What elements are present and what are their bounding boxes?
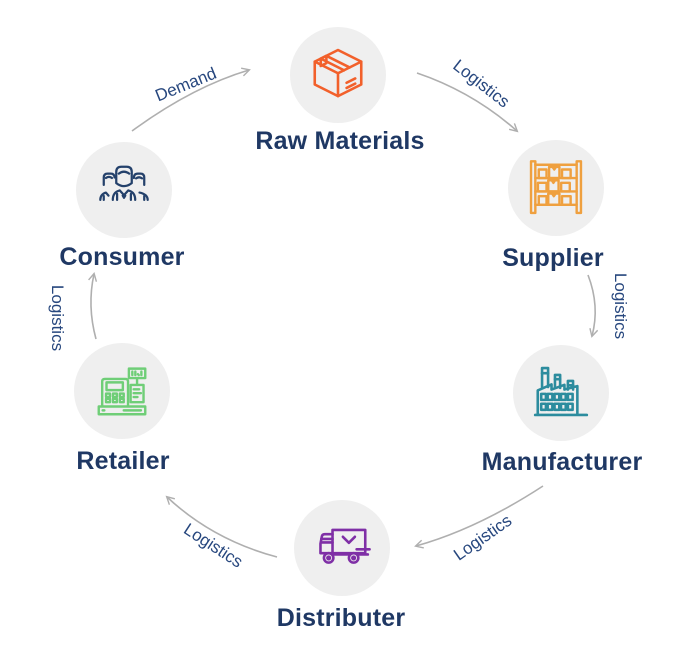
node-label-manufacturer: Manufacturer: [481, 448, 643, 476]
truck-icon: [319, 528, 371, 564]
node-manufacturer: [513, 345, 609, 441]
node-circle: [294, 500, 390, 596]
node-circle: [290, 27, 386, 123]
people-icon: [99, 165, 149, 202]
cash-register-icon: [97, 367, 147, 416]
node-label-raw-materials: Raw Materials: [255, 127, 425, 155]
node-label-supplier: Supplier: [502, 244, 604, 272]
edge-label-logistics-left: Logistics: [48, 284, 67, 352]
node-circle: [508, 140, 604, 236]
node-distributer: [294, 500, 390, 596]
node-label-retailer: Retailer: [76, 447, 170, 475]
node-raw-materials: [290, 27, 386, 123]
edge-supplier-manufacturer: [587, 274, 595, 336]
box-icon: [313, 48, 363, 98]
edge-label-logistics-bottom-right: Logistics: [450, 510, 516, 565]
node-label-consumer: Consumer: [59, 243, 185, 271]
edge-label-demand: Demand: [152, 63, 220, 106]
node-circle: [76, 142, 172, 238]
node-retailer: [74, 343, 170, 439]
node-consumer: [76, 142, 172, 238]
edge-retailer-consumer: [91, 274, 96, 340]
factory-icon: [533, 366, 589, 417]
edge-label-logistics-bottom-left: Logistics: [180, 519, 247, 572]
edge-label-logistics-right: Logistics: [611, 272, 630, 340]
node-supplier: [508, 140, 604, 236]
node-circle: [513, 345, 609, 441]
edge-label-logistics-top-right: Logistics: [449, 55, 514, 112]
shelf-icon: [529, 160, 583, 215]
node-label-distributer: Distributer: [276, 604, 406, 632]
node-circle: [74, 343, 170, 439]
